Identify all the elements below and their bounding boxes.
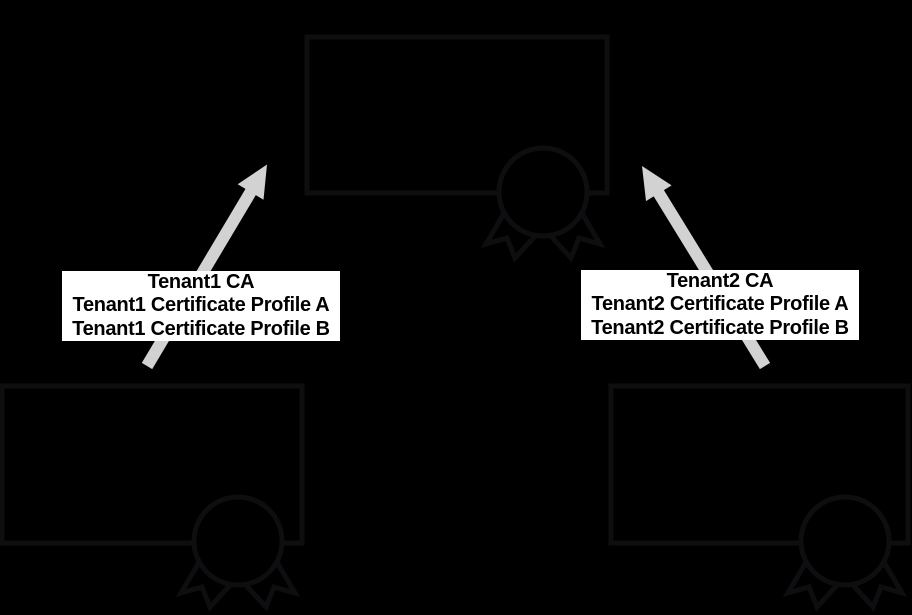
tenant1-label: Tenant1 CA Tenant1 Certificate Profile A… <box>62 271 340 341</box>
root-certificate-box <box>304 34 610 196</box>
tenant2-ca-name: Tenant2 CA <box>666 270 774 293</box>
tenant2-certificate-profile-a: Tenant2 Certificate Profile A <box>591 293 849 316</box>
tenant1-certificate-profile-b: Tenant1 Certificate Profile B <box>72 317 330 340</box>
tenant2-label: Tenant2 CA Tenant2 Certificate Profile A… <box>581 270 859 340</box>
tenant1-ca-name: Tenant1 CA <box>147 271 255 294</box>
tenant2-certificate-profile-b: Tenant2 Certificate Profile B <box>591 316 849 339</box>
tenant1-certificate-profile-a: Tenant1 Certificate Profile A <box>72 294 330 317</box>
